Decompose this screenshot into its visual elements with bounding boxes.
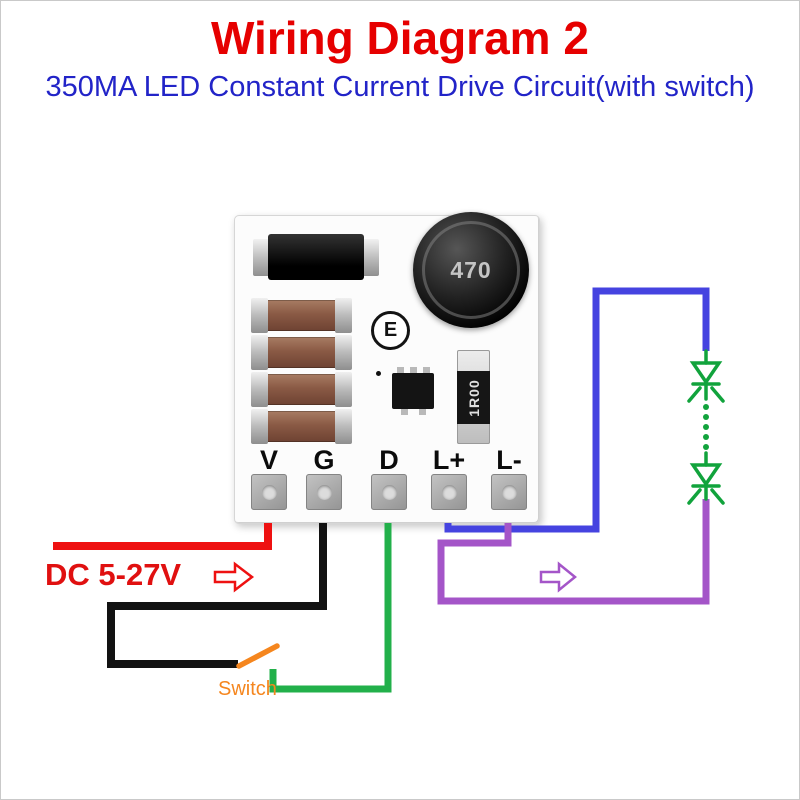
solder-pad-lplus bbox=[431, 474, 467, 510]
pin-label-d: D bbox=[379, 445, 399, 475]
current-resistor: 1R00 bbox=[457, 350, 490, 444]
pad-hole bbox=[261, 484, 277, 500]
ic-pin bbox=[397, 367, 404, 373]
pad-hole bbox=[501, 484, 517, 500]
ic-chip bbox=[392, 367, 434, 415]
output-arrow-icon bbox=[539, 561, 577, 593]
pad-hole bbox=[381, 484, 397, 500]
ic-pin bbox=[401, 409, 408, 415]
ic-dot-marking bbox=[376, 371, 381, 376]
resistor-band: 1R00 bbox=[457, 371, 490, 424]
resistor-label: 1R00 bbox=[465, 378, 482, 417]
diode bbox=[268, 234, 364, 280]
pin-label-lplus: L+ bbox=[432, 445, 466, 475]
capacitor bbox=[251, 298, 352, 333]
led-symbol-2 bbox=[687, 451, 725, 505]
switch-lever bbox=[236, 643, 280, 669]
wire-black-ground bbox=[107, 523, 327, 668]
pin-label-v: V bbox=[259, 445, 279, 475]
pin-label-g: G bbox=[313, 445, 335, 475]
solder-pad-g bbox=[306, 474, 342, 510]
inductor: 470 bbox=[413, 212, 529, 328]
pad-hole bbox=[441, 484, 457, 500]
ic-pin bbox=[423, 367, 430, 373]
solder-pad-lminus bbox=[491, 474, 527, 510]
led-symbol-1 bbox=[687, 349, 725, 403]
diode-terminal-right bbox=[361, 239, 379, 276]
brand-logo: E bbox=[371, 311, 410, 350]
diagram-title: Wiring Diagram 2 bbox=[211, 12, 589, 64]
diode-terminal-left bbox=[253, 239, 271, 276]
pad-hole bbox=[316, 484, 332, 500]
input-arrow-icon bbox=[213, 561, 255, 593]
ic-pin bbox=[419, 409, 426, 415]
inductor-label: 470 bbox=[450, 256, 492, 283]
solder-pad-v bbox=[251, 474, 287, 510]
capacitor bbox=[251, 409, 352, 444]
wire-red-vin bbox=[53, 523, 272, 550]
capacitor bbox=[251, 335, 352, 370]
ic-pin bbox=[410, 367, 417, 373]
pin-label-lminus: L- bbox=[496, 445, 522, 475]
diagram-subtitle: 350MA LED Constant Current Drive Circuit… bbox=[45, 71, 755, 103]
capacitor bbox=[251, 372, 352, 407]
brand-logo-letter: E bbox=[383, 319, 398, 341]
input-voltage-label: DC 5-27V bbox=[45, 557, 182, 592]
led-series-dots bbox=[703, 404, 709, 450]
switch-label: Switch bbox=[218, 678, 277, 700]
wire-green-dim bbox=[269, 523, 392, 693]
solder-pad-d bbox=[371, 474, 407, 510]
pcb-board: 470 E 1R00 V G D L+ L- bbox=[234, 212, 540, 524]
